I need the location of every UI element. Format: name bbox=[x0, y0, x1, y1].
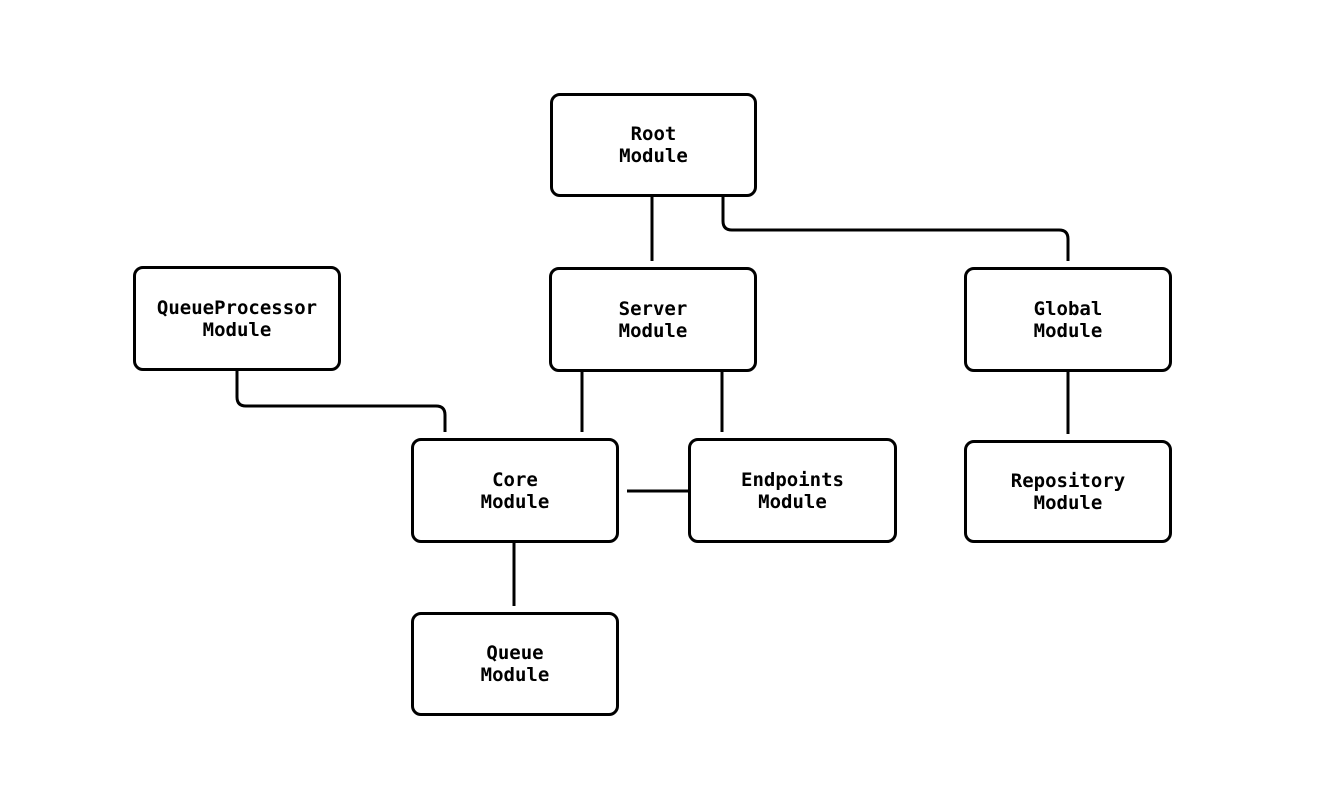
node-global-module: Global Module bbox=[964, 267, 1172, 372]
node-root-module-label: Root Module bbox=[619, 123, 688, 167]
node-queueprocessor-module: QueueProcessor Module bbox=[133, 266, 341, 371]
node-root-module: Root Module bbox=[550, 93, 757, 197]
node-queue-module: Queue Module bbox=[411, 612, 619, 716]
node-server-module-label: Server Module bbox=[618, 297, 688, 342]
edge-queueprocessor-to-core bbox=[235, 371, 447, 432]
node-repository-module-label: Repository Module bbox=[1010, 469, 1126, 514]
node-queue-module-label: Queue Module bbox=[480, 642, 550, 686]
node-queueprocessor-module-label: QueueProcessor Module bbox=[156, 296, 318, 341]
node-endpoints-module: Endpoints Module bbox=[688, 438, 897, 543]
node-repository-module: Repository Module bbox=[964, 440, 1172, 543]
node-server-module: Server Module bbox=[549, 267, 757, 372]
edge-root-to-global bbox=[721, 197, 1070, 261]
node-global-module-label: Global Module bbox=[1033, 297, 1103, 342]
node-endpoints-module-label: Endpoints Module bbox=[741, 468, 844, 513]
node-core-module-label: Core Module bbox=[480, 468, 550, 513]
node-core-module: Core Module bbox=[411, 438, 619, 543]
